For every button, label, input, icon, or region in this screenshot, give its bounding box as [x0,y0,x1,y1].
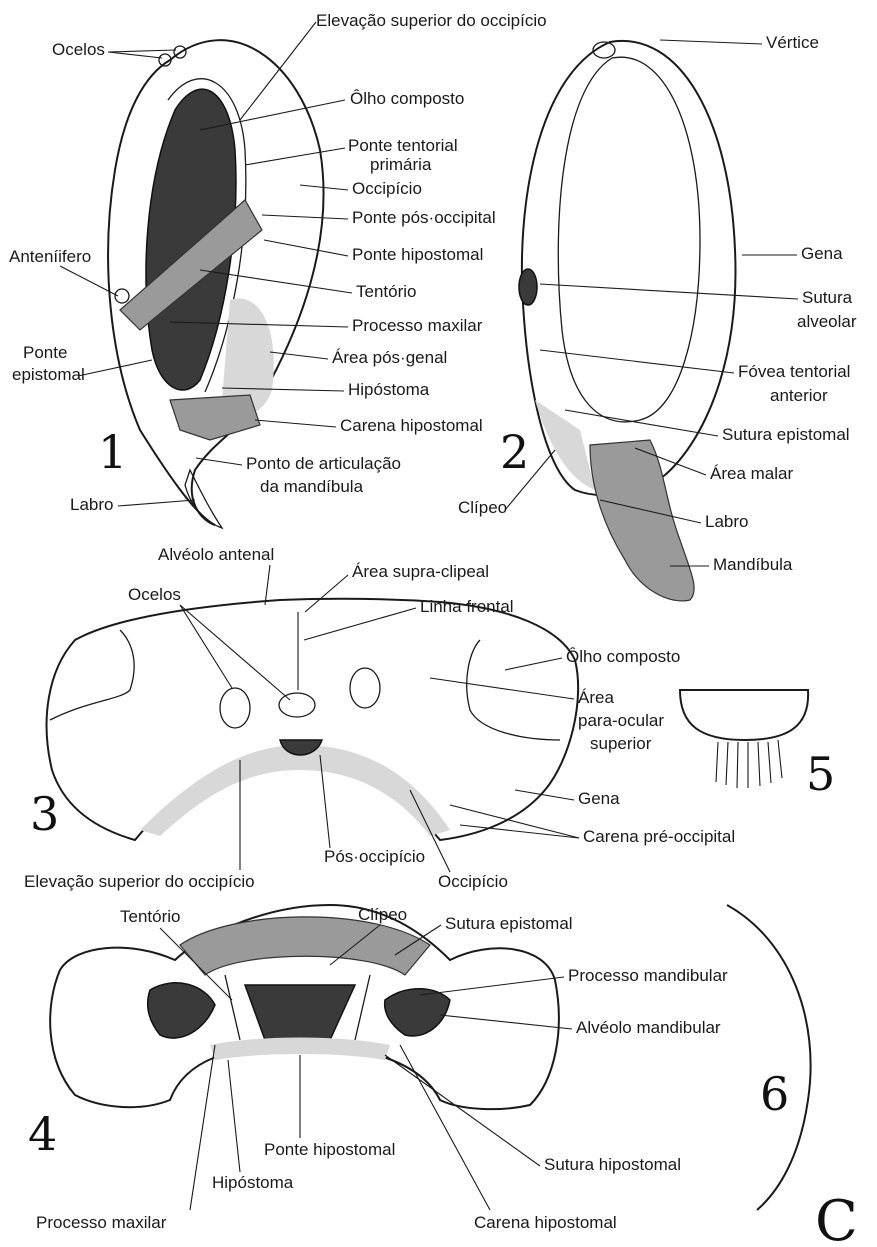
fig2-label-fovea-2: anterior [770,386,828,405]
fig1-label-ponte-epist-1: Ponte [23,343,67,362]
fig1-label-occipicio: Occipício [352,179,422,198]
fig3-label-pos-occipicio: Pós·occipício [324,847,425,866]
fig4-label-alveolo-mandibular: Alvéolo mandibular [576,1018,721,1037]
fig1-label-ponte-pos-occ: Ponte pós·occipital [352,208,496,227]
fig5-setae [716,740,782,788]
fig2-label-area-malar: Área malar [710,464,793,483]
fig4-label-carena-hipostomal: Carena hipostomal [474,1213,617,1232]
fig1-label-labro: Labro [70,495,113,514]
fig3-label-area-para-1: Área [578,688,614,707]
fig4-label-sutura-hipostomal: Sutura hipostomal [544,1155,681,1174]
fig5-number: 5 [806,747,835,801]
figure-4 [50,905,559,1109]
fig3-label-olho-composto: Ôlho composto [566,647,680,666]
fig4-label-tentorio: Tentório [120,907,180,926]
fig3-label-area-para-3: superior [590,734,652,753]
figure-6: 6 [727,905,811,1210]
fig2-label-vertice: Vértice [766,33,819,52]
fig2-label-fovea-1: Fóvea tentorial [738,362,850,381]
fig4-label-hipostoma: Hipóstoma [212,1173,294,1192]
fig3-label-alveolo-antenal: Alvéolo antenal [158,545,274,564]
fig1-label-area-pos-genal: Área pós·genal [332,348,447,367]
fig2-label-mandibula: Mandíbula [713,555,793,574]
fig1-label-hipostoma: Hipóstoma [348,380,430,399]
fig3-label-linha-frontal: Linha frontal [420,597,514,616]
fig2-label-gena: Gena [801,244,843,263]
fig6-number: 6 [760,1067,789,1121]
fig4-label-clipeo: Clípeo [358,905,407,924]
fig1-label-ponto-artic-1: Ponto de articulação [246,454,401,473]
figure-5: 5 [680,690,835,801]
fig4-label-processo-maxilar: Processo maxilar [36,1213,167,1232]
fig3-label-elev-sup-occ: Elevação superior do occipício [24,872,255,891]
fig1-label-ocelos: Ocelos [52,40,105,59]
fig4-number: 4 [28,1107,57,1161]
fig1-label-ponte-tent-1: Ponte tentorial [348,136,458,155]
fig2-label-sut-alv-1: Sutura [802,288,853,307]
fig1-label-ponte-tent-2: primária [370,155,432,174]
fig1-label-tentorio: Tentório [356,282,416,301]
fig1-label-carena-hipostomal: Carena hipostomal [340,416,483,435]
fig2-label-sutura-epistomal: Sutura epistomal [722,425,850,444]
fig1-label-anteniifero: Anteníifero [9,247,91,266]
fig5-lamella [680,690,808,740]
fig3-head-outline [47,599,579,840]
fig2-number: 2 [500,425,529,479]
fig4-label-processo-mandibular: Processo mandibular [568,966,728,985]
plate-letter: C [815,1189,858,1247]
fig3-number: 3 [30,787,59,841]
fig2-label-sut-alv-2: alveolar [797,312,857,331]
fig2-label-clipeo: Clípeo [458,498,507,517]
fig3-label-carena-pre-occ: Carena pré-occipital [583,827,735,846]
fig2-label-labro: Labro [705,512,748,531]
fig3-label-occipicio: Occipício [438,872,508,891]
figure-3 [47,599,579,840]
fig3-label-ocelos: Ocelos [128,585,181,604]
fig1-label-ponte-hipostomal: Ponte hipostomal [352,245,483,264]
fig3-label-area-para-2: para-ocular [578,711,664,730]
fig6-arc [727,905,811,1210]
fig3-label-area-supra-clipeal: Área supra-clipeal [352,562,489,581]
fig1-number: 1 [98,425,127,479]
fig1-label-ponto-artic-2: da mandíbula [260,477,364,496]
fig1-label-olho-composto: Ôlho composto [350,89,464,108]
figure-2 [519,41,735,601]
fig1-label-ponte-epist-2: epistomal [12,365,85,384]
fig1-label-elev-sup-occ: Elevação superior do occipício [316,11,547,30]
fig2-antennal-socket [519,269,537,305]
fig4-label-ponte-hipostomal: Ponte hipostomal [264,1140,395,1159]
fig4-label-sutura-epistomal: Sutura epistomal [445,914,573,933]
fig3-label-gena: Gena [578,789,620,808]
fig1-label-processo-maxilar: Processo maxilar [352,316,483,335]
